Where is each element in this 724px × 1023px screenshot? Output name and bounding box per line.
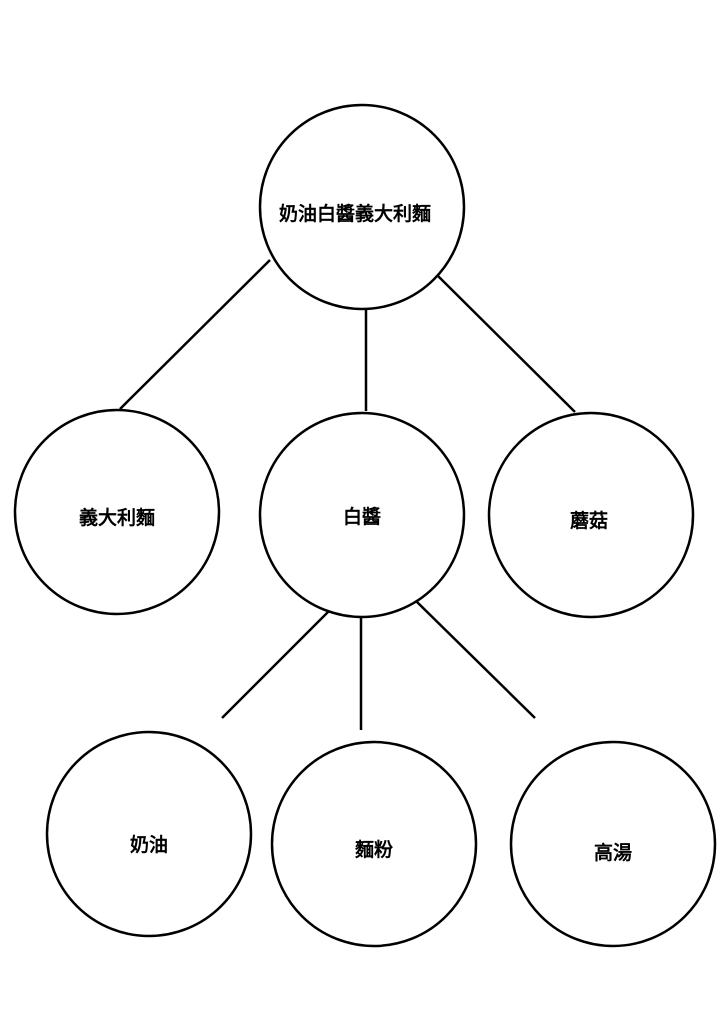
node-root [258,103,466,311]
edge-sauce-butter [221,610,330,719]
node-stock [509,740,717,948]
node-butter [45,730,253,938]
node-stock-label: 高湯 [594,841,632,864]
edge-root-pasta [119,259,271,410]
node-pasta [13,408,221,616]
node-root-label: 奶油白醬義大利麵 [279,202,431,225]
node-pasta-label: 義大利麵 [79,506,155,529]
node-mushroom [487,411,695,619]
edge-sauce-stock [414,599,536,719]
node-white-sauce-label: 白醬 [343,505,381,528]
node-flour-label: 麵粉 [354,838,393,861]
node-white-sauce [258,411,466,619]
edge-root-mushroom [437,275,576,413]
node-mushroom-label: 蘑菇 [570,509,608,532]
node-flour [270,740,478,948]
node-butter-label: 奶油 [130,833,168,856]
